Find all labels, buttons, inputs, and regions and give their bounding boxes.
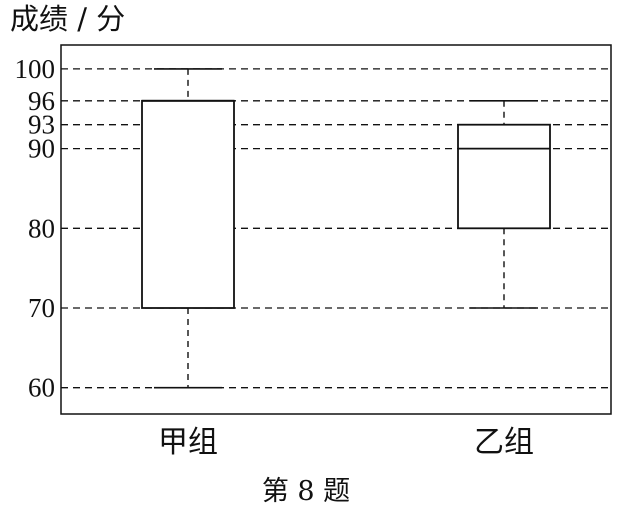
category-label-2: 乙组 [474,425,534,460]
y-tick-label-80: 80 [28,213,55,243]
y-axis-title: 成绩 / 分 [10,2,125,36]
iqr-box [457,123,551,230]
category-label-1: 甲组 [158,425,218,460]
iqr-box [141,99,235,309]
figure-caption: 第 8 题 [262,476,350,507]
box-plot-2 [457,99,551,309]
y-tick-label-93: 93 [28,110,55,140]
y-tick-label-100: 100 [15,54,56,84]
box-plot-1 [141,68,235,389]
y-tick-label-70: 70 [28,293,55,323]
plot-frame [60,44,612,415]
y-tick-label-90: 90 [28,134,55,164]
y-tick-label-96: 96 [28,86,55,116]
box-plots [141,68,551,389]
y-tick-label-60: 60 [28,373,55,403]
category-labels: 甲组 乙组 [158,425,534,460]
